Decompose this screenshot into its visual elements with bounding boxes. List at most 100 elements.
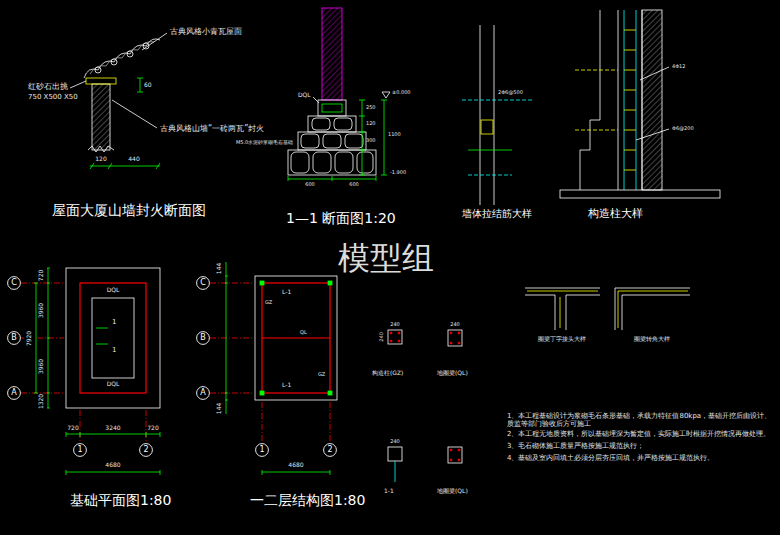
foundation-section xyxy=(322,8,342,100)
column-detail xyxy=(575,70,618,71)
member-section xyxy=(450,332,452,334)
column-detail xyxy=(618,10,619,190)
grid-axis-bubble: A xyxy=(196,386,210,400)
column-detail xyxy=(636,10,637,190)
roof-gable-section xyxy=(70,81,86,88)
bubble-outline xyxy=(8,277,21,290)
view-title: 基础平面图1:80 xyxy=(70,492,171,508)
grid-axis-bubble: B xyxy=(7,331,21,345)
column-detail xyxy=(560,10,720,198)
column-detail xyxy=(575,130,618,131)
member-label: DQL xyxy=(107,287,120,294)
dimension: 240 xyxy=(390,439,400,445)
wall-tie-detail xyxy=(468,175,512,176)
axis-label: 2 xyxy=(139,446,153,454)
general-note: 3、毛石砌体施工质量严格按施工规范执行； xyxy=(507,442,644,450)
roof-gable-section xyxy=(90,166,160,167)
elevation-mark: ±0.000 xyxy=(392,90,411,96)
member-label: QL xyxy=(300,330,307,336)
ring-beam-detail xyxy=(615,288,690,330)
member-label: L-1 xyxy=(282,289,291,296)
callout-label: 古典风格山墙“一砖两瓦”封火 xyxy=(160,124,264,133)
dimension: 144 xyxy=(217,402,224,413)
column-detail xyxy=(642,10,662,190)
dimension: 120 xyxy=(95,156,106,163)
wall-tie-detail xyxy=(462,100,534,101)
member-section xyxy=(450,459,452,461)
foundation-section xyxy=(345,134,363,148)
axis-label: C xyxy=(7,279,21,287)
structure-plan xyxy=(262,337,330,338)
grid-axis-bubble: 1 xyxy=(255,443,269,457)
roof-gable-section xyxy=(88,146,114,152)
foundation-section xyxy=(359,100,365,101)
callout-label: DQL xyxy=(298,92,311,99)
foundation-section xyxy=(291,152,309,173)
foundation-section xyxy=(382,92,390,98)
detail-title: 圈梁丁字接头大样 xyxy=(538,336,586,343)
roof-gable-section xyxy=(140,78,141,92)
dimension: 4680 xyxy=(105,462,120,469)
structure-plan xyxy=(226,262,227,414)
roof-gable-section xyxy=(95,67,101,73)
structure-plan xyxy=(210,262,337,475)
roof-gable-section xyxy=(137,92,143,93)
bubble-outline xyxy=(8,387,21,400)
structure-plan xyxy=(260,281,264,285)
foundation-section xyxy=(323,134,341,148)
wall-tie-detail xyxy=(480,25,481,205)
member-section xyxy=(450,342,452,344)
bubble-outline xyxy=(197,277,210,290)
roof-gable-section xyxy=(156,163,160,169)
foundation-section xyxy=(359,175,365,176)
foundation-section xyxy=(288,8,390,181)
elevation-mark: -1.900 xyxy=(390,170,406,176)
section-mark: 1 xyxy=(112,318,116,326)
view-title: 屋面大厦山墙封火断面图 xyxy=(52,202,206,218)
member-section xyxy=(458,342,460,344)
detail-title: 圈梁转角大样 xyxy=(634,336,670,343)
foundation-section xyxy=(301,134,319,148)
dimension: 144 xyxy=(217,262,224,273)
grid-axis-bubble: 1 xyxy=(73,443,87,457)
column-detail xyxy=(640,67,669,80)
dimension: 3960 xyxy=(39,358,46,373)
foundation-section xyxy=(357,152,373,173)
member-section xyxy=(450,449,452,451)
foundation-plan xyxy=(146,410,147,443)
foundation-section xyxy=(381,100,387,101)
dimension: 1100 xyxy=(388,132,401,138)
member-label: GZ xyxy=(318,372,325,378)
grid-axis-bubble: A xyxy=(7,386,21,400)
dimension: 240 xyxy=(390,322,400,328)
member-label: DQL xyxy=(107,381,120,388)
roof-gable-section xyxy=(70,33,167,169)
structure-plan xyxy=(260,391,264,395)
member-section xyxy=(395,461,396,482)
foundation-section xyxy=(288,150,376,175)
foundation-section xyxy=(362,100,363,175)
section-mark: 1 xyxy=(112,346,116,354)
foundation-section xyxy=(313,152,331,173)
member-section xyxy=(448,330,462,346)
ring-beam-detail xyxy=(618,291,688,328)
foundation-plan xyxy=(96,328,108,329)
structure-plan xyxy=(262,283,330,393)
structure-plan xyxy=(328,391,332,395)
callout-label: 红砂石出挑 xyxy=(28,82,68,91)
foundation-plan xyxy=(80,283,146,393)
member-section xyxy=(388,447,402,461)
roof-gable-section xyxy=(142,33,167,50)
foundation-plan xyxy=(96,344,108,345)
roof-gable-section xyxy=(90,42,154,74)
foundation-section xyxy=(332,176,333,181)
dimension: 600 xyxy=(349,182,359,188)
axis-label: 2 xyxy=(323,446,337,454)
structure-plan xyxy=(330,402,331,443)
axis-label: 1 xyxy=(73,446,87,454)
member-section xyxy=(398,340,400,342)
wall-tie-detail xyxy=(481,120,493,134)
foundation-plan xyxy=(21,338,24,339)
bubble-outline xyxy=(324,444,337,457)
